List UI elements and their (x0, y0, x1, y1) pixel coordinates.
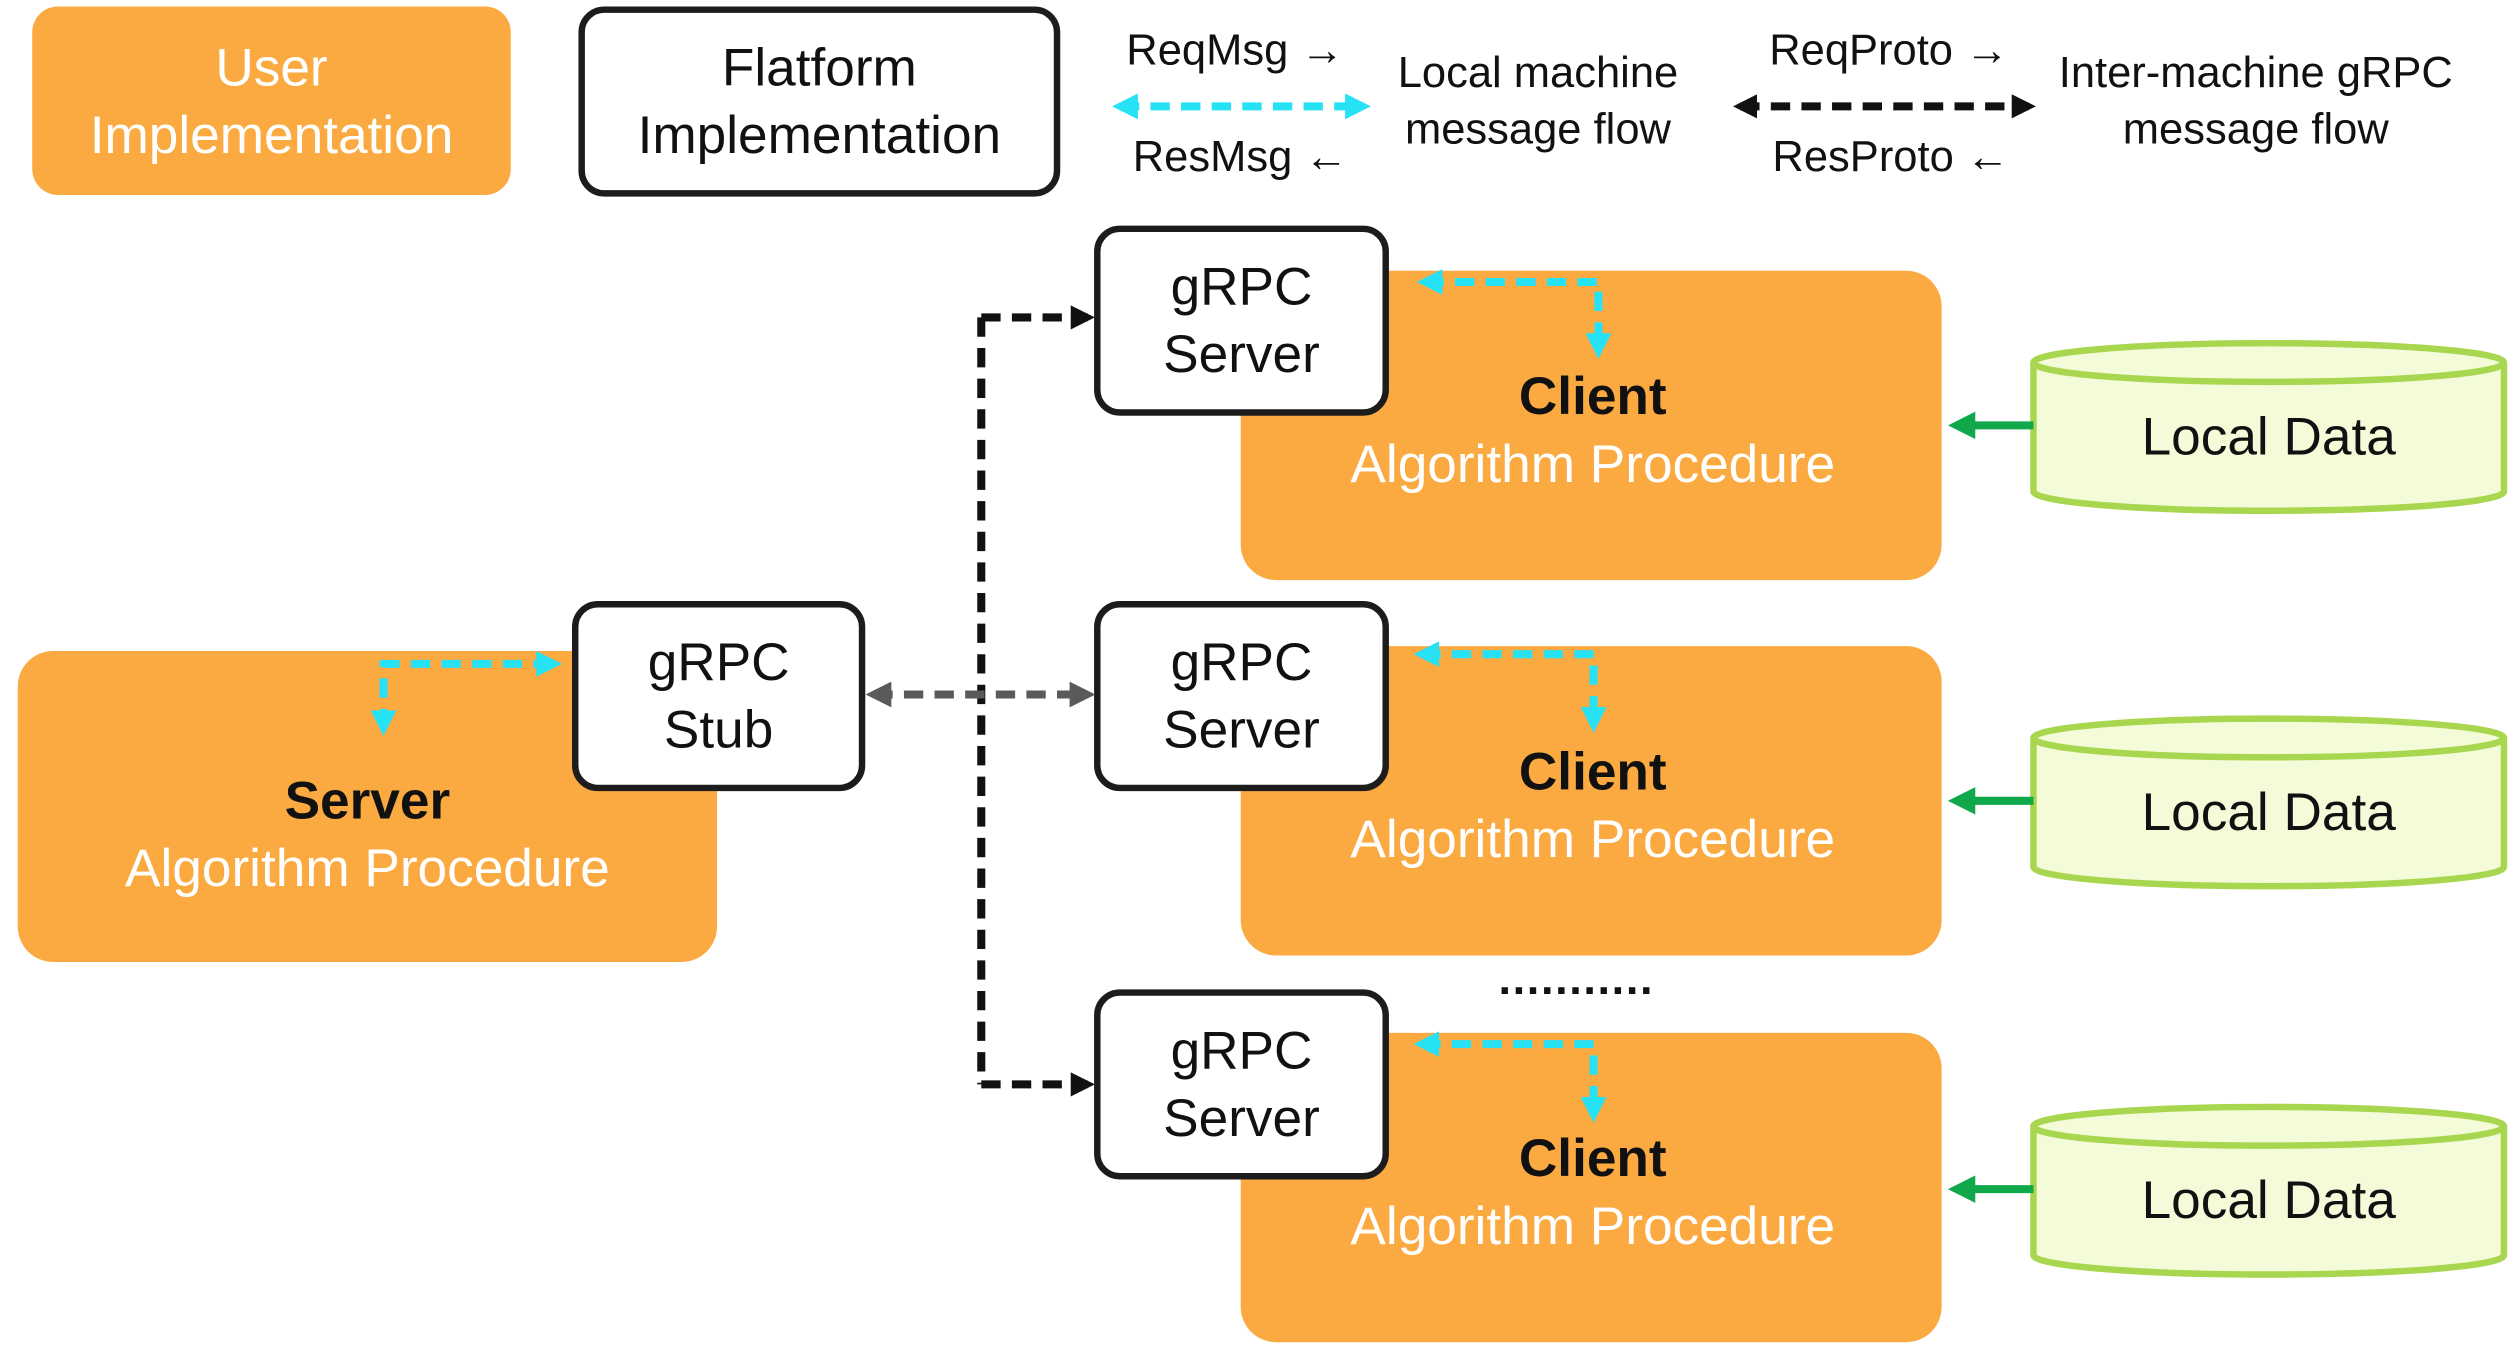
grpc-server-3-line-2: Server (1163, 1087, 1320, 1148)
legend-local-flow-caption: Local machine message flow (1373, 45, 1703, 158)
legend-resmsg-label: ResMsg ← (1132, 132, 1348, 181)
grpc-server-3-box: gRPC Server (1094, 989, 1389, 1180)
legend-grpc-flow-line-1: Inter-machine gRPC (2058, 48, 2453, 97)
legend-resproto-label: ResProto ← (1772, 132, 2010, 181)
client-3-title: Client (1518, 1127, 1667, 1188)
client-2-title: Client (1518, 741, 1667, 801)
local-data-1-cylinder (2030, 339, 2508, 515)
client-2-subtitle: Algorithm Procedure (1350, 808, 1836, 869)
grpc-stub-box: gRPC Stub (572, 601, 866, 792)
server-subtitle: Algorithm Procedure (125, 837, 610, 897)
grpc-stub-line-1: gRPC (647, 631, 790, 692)
legend-reqproto-label: ReqProto → (1769, 25, 2009, 75)
client-1-local-flow-arrow (1416, 269, 1612, 359)
legend-platform-line-1: Flatform (721, 37, 917, 97)
legend-reqmsg-label: ReqMsg → (1126, 25, 1344, 75)
legend-grpc-flow-line-2: message flow (2122, 104, 2389, 154)
local-data-2-label: Local Data (2141, 781, 2396, 842)
grpc-server-2-line-1: gRPC (1170, 631, 1313, 692)
client-1-subtitle: Algorithm Procedure (1350, 433, 1836, 494)
server-local-flow-arrow (370, 650, 563, 737)
client-3-subtitle: Algorithm Procedure (1350, 1195, 1836, 1256)
grpc-stub-line-2: Stub (663, 699, 774, 759)
more-clients-ellipsis: ........... (1498, 953, 1655, 1004)
client-3-local-flow-arrow (1413, 1031, 1607, 1123)
legend-platform-implementation: Flatform Implementation (578, 6, 1061, 197)
grpc-server-1-line-1: gRPC (1170, 256, 1313, 316)
local-data-1-label: Local Data (2141, 406, 2396, 466)
grpc-server-2-box: gRPC Server (1094, 601, 1389, 792)
client-1-title: Client (1518, 365, 1667, 426)
legend-grpc-flow-caption: Inter-machine gRPC message flow (2033, 45, 2478, 158)
local-data-2-cylinder (2030, 715, 2508, 890)
server-title: Server (284, 769, 451, 830)
legend-local-flow-line-2: message flow (1404, 104, 1671, 154)
legend-user-line-2: Implementation (89, 103, 454, 164)
legend-platform-line-2: Implementation (637, 104, 1002, 165)
grpc-server-1-box: gRPC Server (1094, 225, 1389, 416)
legend-user-line-1: User (215, 36, 328, 96)
grpc-server-2-line-2: Server (1163, 699, 1320, 759)
local-data-3-label: Local Data (2141, 1169, 2396, 1230)
grpc-server-3-line-1: gRPC (1170, 1019, 1313, 1080)
legend-local-flow-line-1: Local machine (1397, 48, 1679, 97)
legend-user-implementation: User Implementation (32, 6, 511, 195)
grpc-server-1-line-2: Server (1163, 323, 1320, 384)
client-2-local-flow-arrow (1413, 641, 1607, 733)
local-data-3-cylinder (2030, 1103, 2508, 1278)
